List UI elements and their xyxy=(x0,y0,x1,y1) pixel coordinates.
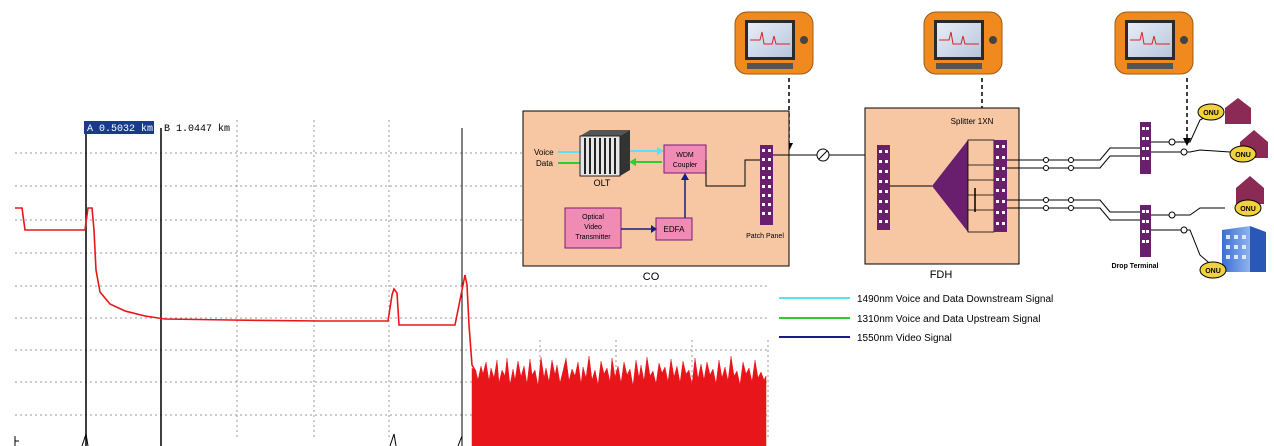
onu-badge-2: ONU xyxy=(1229,145,1257,163)
fdh-title: FDH xyxy=(930,269,953,281)
splice-marks xyxy=(1043,157,1074,211)
drop-connectors xyxy=(1168,138,1188,234)
onu-label-3: ONU xyxy=(1240,206,1256,213)
legend: 1490nm Voice and Data Downstream Signal … xyxy=(779,294,1053,344)
patch-panel xyxy=(760,145,773,225)
ovt-label-1: Optical xyxy=(582,214,604,221)
test-arrows xyxy=(788,78,1188,160)
co-box xyxy=(522,110,790,267)
ovt-label-2: Video xyxy=(584,224,602,231)
onu-label-4: ONU xyxy=(1205,268,1221,275)
building-icon xyxy=(1222,226,1266,272)
legend-label-1310: 1310nm Voice and Data Upstream Signal xyxy=(857,314,1040,325)
distribution-fibers xyxy=(1007,147,1140,221)
drop-terminal-label: Drop Terminal xyxy=(1112,263,1159,270)
legend-label-1490: 1490nm Voice and Data Downstream Signal xyxy=(857,294,1053,305)
drop-terminal-upper xyxy=(1140,122,1151,174)
legend-label-1550: 1550nm Video Signal xyxy=(857,333,952,344)
marker-a-badge[interactable] xyxy=(84,121,154,134)
drop-terminal-lower xyxy=(1140,205,1151,257)
splitter-label: Splitter 1XN xyxy=(951,117,994,126)
ovt-label-3: Transmitter xyxy=(575,234,611,241)
fdh-input-panel xyxy=(877,145,890,230)
otdr-device-1 xyxy=(734,11,814,75)
olt-label: OLT xyxy=(594,178,611,188)
otdr-noise xyxy=(471,355,767,446)
wdm-label-1: WDM xyxy=(676,152,694,159)
otdr-trace-panel: A 0.5032 km B 1.0447 km xyxy=(14,120,770,446)
otdr-grid xyxy=(15,120,770,440)
otdr-axis-ticks xyxy=(14,433,463,446)
voice-label: Voice xyxy=(534,148,554,157)
edfa-label: EDFA xyxy=(664,225,686,234)
wdm-label-2: Coupler xyxy=(673,162,698,169)
data-label: Data xyxy=(536,159,553,168)
pon-diagram: CO Voice Data OLT WDM Coupler xyxy=(522,11,1268,344)
marker-a-label: A 0.5032 km xyxy=(87,123,153,135)
otdr-device-3 xyxy=(1114,11,1194,75)
otdr-trace xyxy=(15,207,477,373)
co-title: CO xyxy=(643,271,660,283)
onu-label-1: ONU xyxy=(1203,110,1219,117)
drop-cables xyxy=(1151,111,1231,269)
splitter-1xn xyxy=(932,140,968,232)
onu-badge-1: ONU xyxy=(1197,103,1225,121)
onu-badge-3: ONU xyxy=(1234,199,1262,217)
onu-label-2: ONU xyxy=(1235,152,1251,159)
marker-b-label: B 1.0447 km xyxy=(164,123,230,135)
optical-video-transmitter xyxy=(564,207,622,249)
olt-unit xyxy=(579,130,630,177)
otdr-device-2 xyxy=(923,11,1003,75)
fdh-output-panel xyxy=(994,140,1007,232)
onu-badge-4: ONU xyxy=(1199,261,1227,279)
patch-panel-label: Patch Panel xyxy=(746,233,784,240)
